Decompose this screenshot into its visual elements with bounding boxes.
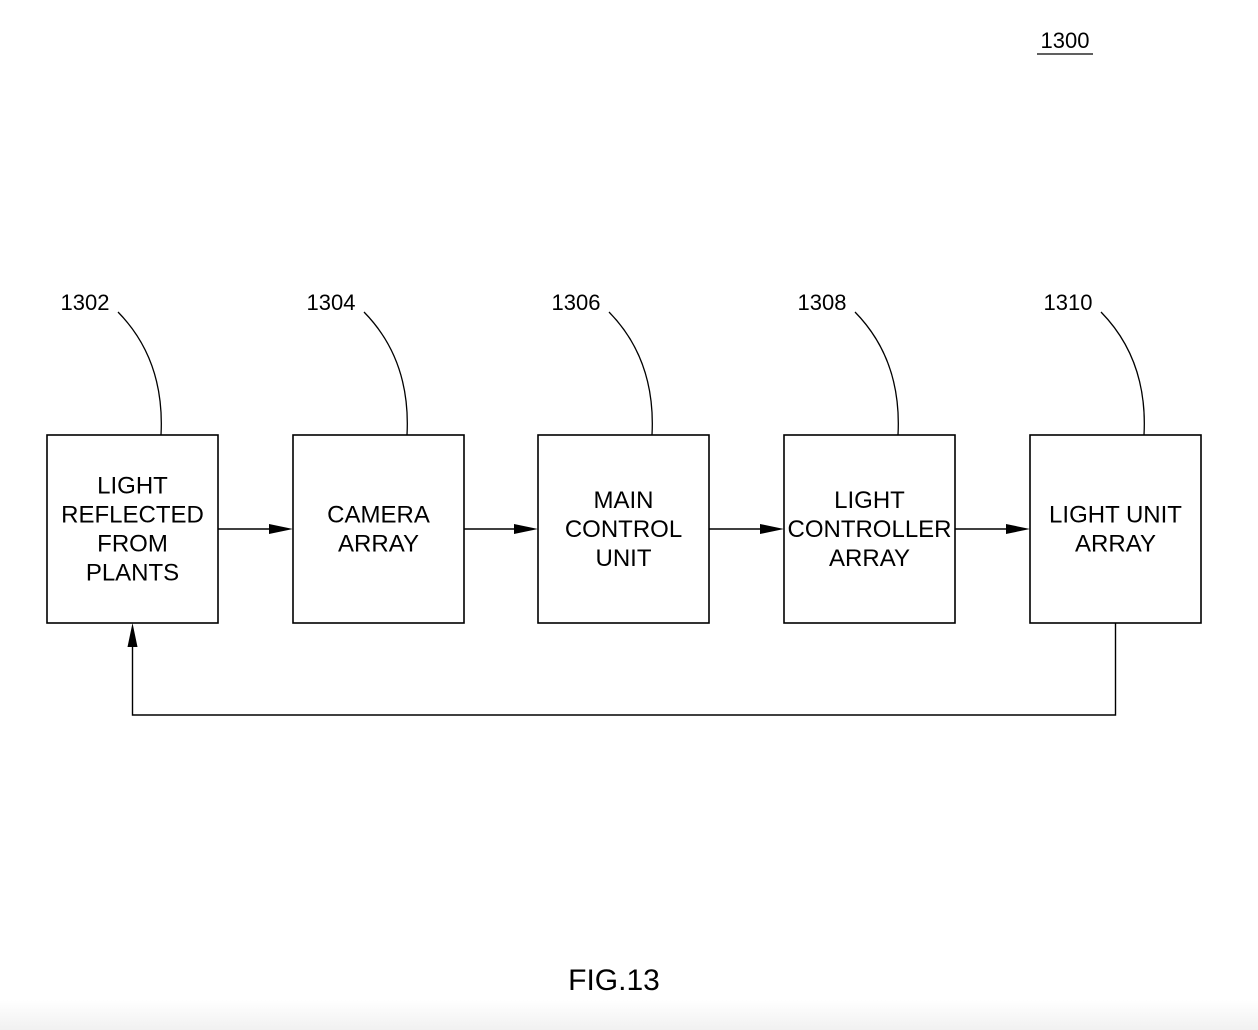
block-label-line: ARRAY (338, 531, 419, 558)
figure-caption: FIG.13 (568, 964, 660, 997)
block-label-line: REFLECTED (61, 502, 204, 529)
block-label-line: CONTROLLER (787, 516, 951, 543)
block-label-line: LIGHT (97, 473, 168, 500)
block-reference-number: 1302 (61, 290, 110, 315)
connection-arrowhead (269, 524, 293, 534)
block-label-line: CAMERA (327, 502, 430, 529)
block-label-line: MAIN (594, 487, 654, 514)
block-label-line: ARRAY (1075, 531, 1156, 558)
block-box-light-controller-array (783, 434, 956, 624)
page-bottom-shade (0, 1000, 1258, 1030)
block-reference-number: 1308 (798, 290, 847, 315)
reference-leader-line (1100, 311, 1145, 436)
blocks-layer: LIGHTREFLECTEDFROMPLANTS1302CAMERAARRAY1… (46, 290, 1202, 624)
figure-reference-number: 1300 (1041, 28, 1090, 53)
connection-arrowhead (1006, 524, 1030, 534)
block-label-line: LIGHT (834, 487, 905, 514)
connection-arrowhead (514, 524, 538, 534)
block-box-light-unit-array (1029, 434, 1202, 624)
reference-leader-line (854, 311, 899, 436)
connection-arrowhead (760, 524, 784, 534)
block-reference-number: 1304 (307, 290, 356, 315)
block-label-line: ARRAY (829, 545, 910, 572)
block-label-line: PLANTS (86, 560, 179, 587)
block-label-line: FROM (97, 531, 168, 558)
block-reference-number: 1306 (552, 290, 601, 315)
reference-leader-line (117, 311, 162, 436)
block-label-line: CONTROL (565, 516, 682, 543)
block-box-main-control-unit (537, 434, 710, 624)
reference-leader-line (363, 311, 408, 436)
feedback-arrowhead (127, 623, 138, 647)
block-label-line: LIGHT UNIT (1049, 502, 1182, 529)
block-box-camera-array (292, 434, 465, 624)
feedback-connection-line (131, 623, 1117, 716)
block-reference-number: 1310 (1044, 290, 1093, 315)
reference-leader-line (608, 311, 653, 436)
connections-layer (127, 524, 1117, 716)
block-label-line: UNIT (596, 545, 652, 572)
block-box-light-reflected (46, 434, 219, 624)
